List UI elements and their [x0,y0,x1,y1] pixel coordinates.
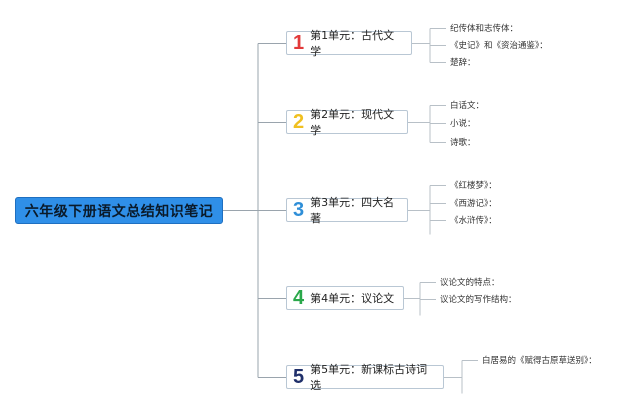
unit-4-node[interactable]: 4 第4单元：议论文 [286,286,404,310]
unit-2-item[interactable]: 小说： [450,119,476,129]
unit-2-item[interactable]: 诗歌： [450,138,476,148]
unit-3-label: 第3单元：四大名著 [310,196,395,225]
unit-3-item[interactable]: 《水浒传》： [450,216,497,226]
unit-3-number: 3 [293,199,305,221]
root-topic[interactable]: 六年级下册语文总结知识笔记 [15,197,223,224]
unit-2-label: 第2单元：现代文学 [310,108,395,137]
unit-1-item[interactable]: 《史记》和《资治通鉴》： [450,41,548,51]
unit-4-item[interactable]: 议论文的写作结构： [440,295,517,305]
unit-4-number: 4 [293,287,305,309]
unit-1-item[interactable]: 楚辞： [450,58,476,68]
unit-3-node[interactable]: 3 第3单元：四大名著 [286,196,408,225]
unit-4-item[interactable]: 议论文的特点： [440,278,500,288]
root-title: 六年级下册语文总结知识笔记 [24,203,214,220]
unit-1-number: 1 [293,32,305,54]
unit-2-node[interactable]: 2 第2单元：现代文学 [286,108,408,137]
unit-4-label: 第4单元：议论文 [310,292,395,305]
unit-2-number: 2 [293,111,305,133]
unit-2-item[interactable]: 白话文： [450,101,485,111]
unit-5-number: 5 [293,366,305,388]
unit-5-node[interactable]: 5 第5单元：新课标古诗词选 [286,363,444,392]
unit-3-item[interactable]: 《红楼梦》： [450,181,497,191]
unit-3-item[interactable]: 《西游记》： [450,199,497,209]
unit-1-label: 第1单元：古代文学 [310,29,395,58]
unit-1-item[interactable]: 纪传体和志传体： [450,24,519,34]
unit-1-node[interactable]: 1 第1单元：古代文学 [286,29,412,58]
unit-5-item[interactable]: 白居易的《赋得古原草送别》： [482,356,597,366]
unit-5-label: 第5单元：新课标古诗词选 [310,363,428,392]
